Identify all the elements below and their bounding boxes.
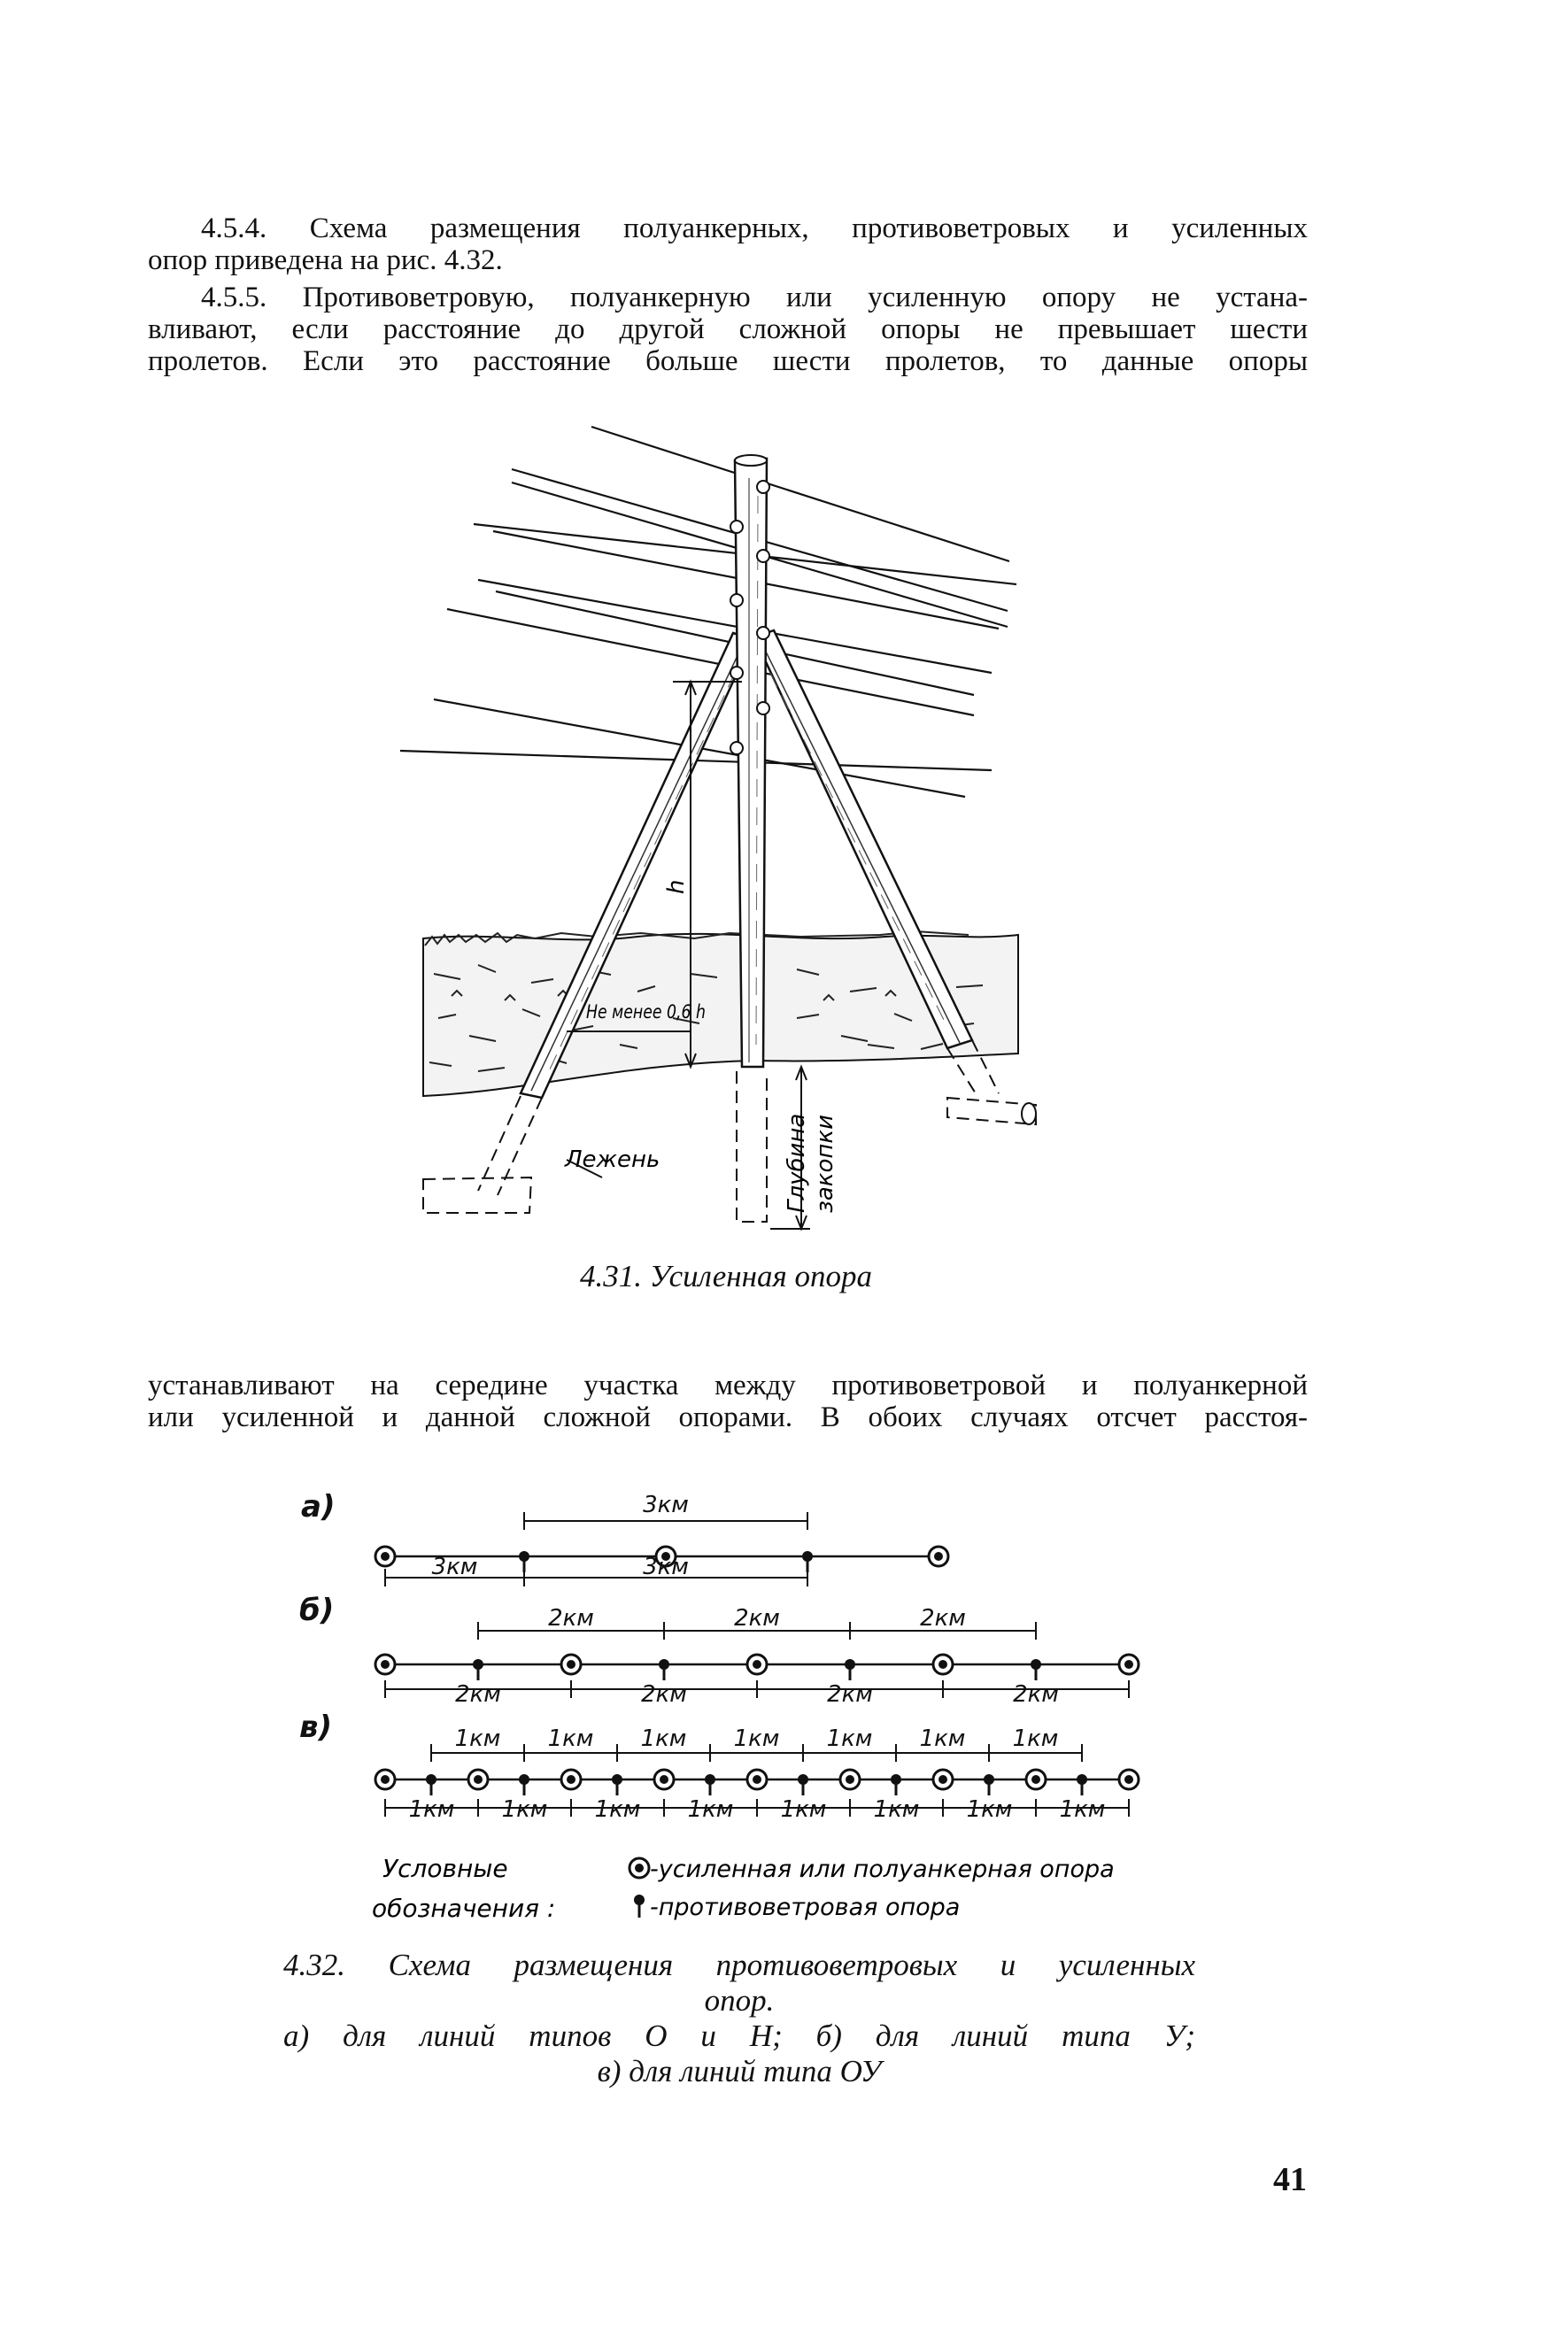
distance-label-c-top: 1км: [1013, 1725, 1059, 1752]
distance-label-a-bottom: 3км: [643, 1554, 689, 1580]
label-depth-1: Глубина: [784, 1114, 810, 1213]
reinforced-pole-marker: [1024, 1768, 1047, 1791]
distance-label-c-bottom: 1км: [874, 1796, 920, 1823]
reinforced-pole-marker: [374, 1768, 397, 1791]
distance-label-c-bottom: 1км: [781, 1796, 827, 1823]
distance-label-b-bottom: 2км: [827, 1681, 873, 1708]
legend-title-2: обозначения :: [372, 1894, 555, 1923]
distance-label-c-bottom: 1км: [595, 1796, 641, 1823]
distance-label-c-top: 1км: [641, 1725, 687, 1752]
distance-label-b-bottom: 2км: [455, 1681, 501, 1708]
row-label-a: а): [301, 1489, 335, 1525]
distance-label-b-bottom: 2км: [641, 1681, 687, 1708]
label-h: h: [663, 880, 690, 894]
distance-label-c-top: 1км: [827, 1725, 873, 1752]
windproof-pole-marker: [705, 1774, 715, 1795]
paragraph-continuation: устанавливают на середине участка между …: [148, 1370, 1308, 1433]
distance-label-a-top: 3км: [643, 1492, 689, 1518]
reinforced-pole-marker: [654, 1545, 677, 1568]
legend-windproof-symbol: [634, 1895, 645, 1918]
reinforced-pole-marker: [560, 1768, 583, 1791]
reinforced-pole-marker: [653, 1768, 676, 1791]
paragraph-4-5-5: 4.5.5. Противоветровую, полуанкерную или…: [148, 282, 1308, 377]
reinforced-pole-marker: [838, 1768, 861, 1791]
reinforced-pole-marker: [1117, 1653, 1140, 1676]
reinforced-pole-marker: [374, 1545, 397, 1568]
ground-area: [422, 930, 1019, 1098]
text-line: или усиленной и данной сложной опорами. …: [148, 1401, 1308, 1433]
distance-label-a-bottom: 3км: [432, 1554, 478, 1580]
row-label-c: в): [299, 1710, 332, 1745]
reinforced-pole-marker: [374, 1653, 397, 1676]
page-number: 41: [1273, 2161, 1307, 2198]
text-line: пролетов. Если это расстояние больше шес…: [148, 345, 1308, 377]
windproof-pole-marker: [845, 1659, 855, 1680]
legend-windproof-text: -противоветровая опора: [650, 1894, 960, 1921]
caption-line: опор.: [704, 1983, 775, 2018]
label-depth-2: закопки: [812, 1115, 838, 1213]
dimension-lines: [566, 679, 810, 1231]
reinforced-pole-marker: [927, 1545, 950, 1568]
distance-label-c-bottom: 1км: [502, 1796, 548, 1823]
legend-reinforced-symbol: [628, 1857, 651, 1880]
distance-label-c-top: 1км: [734, 1725, 780, 1752]
windproof-pole-marker: [426, 1774, 436, 1795]
reinforced-pole-marker: [560, 1653, 583, 1676]
distance-label-c-top: 1км: [455, 1725, 501, 1752]
distance-label-c-top: 1км: [548, 1725, 594, 1752]
text-line: опор приведена на рис. 4.32.: [148, 244, 503, 276]
distance-label-b-bottom: 2км: [1013, 1681, 1059, 1708]
windproof-pole-marker: [659, 1659, 669, 1680]
text-line: устанавливают на середине участка между …: [148, 1370, 1308, 1401]
windproof-pole-marker: [612, 1774, 622, 1795]
windproof-pole-marker: [473, 1659, 483, 1680]
reinforced-pole-marker: [745, 1768, 769, 1791]
caption-line: 4.32. Схема размещения противоветровых и…: [283, 1948, 1195, 1982]
distance-label-c-bottom: 1км: [967, 1796, 1013, 1823]
label-lezhen: Лежень: [564, 1146, 660, 1173]
reinforced-pole-marker: [931, 1768, 954, 1791]
paragraph-4-5-4: 4.5.4. Схема размещения полуанкерных, пр…: [148, 212, 1308, 276]
buried-parts: [422, 1039, 1037, 1223]
reinforced-pole-marker: [745, 1653, 769, 1676]
legend-reinforced-text: -усиленная или полуанкерная опора: [650, 1856, 1115, 1883]
figure-4-31-caption: 4.31. Усиленная опора: [579, 1259, 873, 1293]
row-label-b: б): [299, 1593, 334, 1628]
distance-label-c-bottom: 1км: [409, 1796, 455, 1823]
windproof-pole-marker: [1077, 1774, 1087, 1795]
windproof-pole-marker: [519, 1551, 529, 1572]
legend-title-1: Условные: [382, 1854, 508, 1883]
text-line: 4.5.5. Противоветровую, полуанкерную или…: [201, 282, 1308, 313]
reinforced-pole-marker: [1117, 1768, 1140, 1791]
figure-4-32-caption: 4.32. Схема размещения противоветровых и…: [283, 1948, 1195, 2089]
windproof-pole-marker: [984, 1774, 994, 1795]
windproof-pole-marker: [1031, 1659, 1041, 1680]
label-min-depth: Не менее 0,6 h: [586, 1001, 706, 1023]
reinforced-pole-marker: [931, 1653, 954, 1676]
windproof-pole-marker: [891, 1774, 901, 1795]
reinforced-pole-marker: [467, 1768, 490, 1791]
distance-label-c-bottom: 1км: [1060, 1796, 1106, 1823]
text-line: 4.5.4. Схема размещения полуанкерных, пр…: [201, 212, 1308, 244]
windproof-pole-marker: [798, 1774, 808, 1795]
distance-label-c-bottom: 1км: [688, 1796, 734, 1823]
distance-label-b-top: 2км: [920, 1605, 966, 1632]
caption-line: а) для линий типов О и Н; б) для линий т…: [283, 2019, 1195, 2053]
caption-line: в) для линий типа ОУ: [597, 2054, 882, 2088]
main-pole: [730, 454, 770, 1069]
windproof-pole-marker: [519, 1774, 529, 1795]
distance-label-c-top: 1км: [920, 1725, 966, 1752]
text-line: вливают, если расстояние до другой сложн…: [148, 313, 1308, 345]
distance-label-b-top: 2км: [548, 1605, 594, 1632]
windproof-pole-marker: [802, 1551, 813, 1572]
distance-label-b-top: 2км: [734, 1605, 780, 1632]
